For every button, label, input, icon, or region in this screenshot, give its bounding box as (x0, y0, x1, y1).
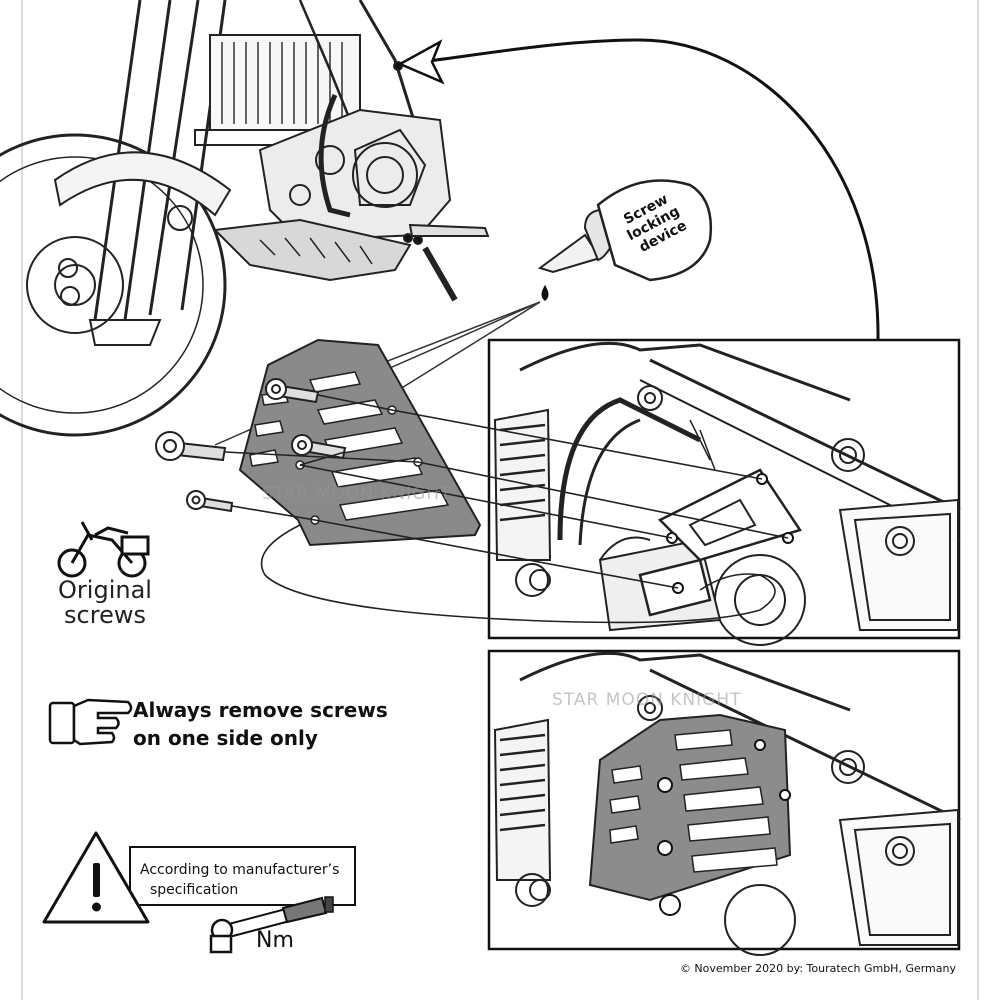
motorcycle-icon (57, 521, 150, 578)
screw-top (265, 378, 320, 404)
detail-view-before (487, 338, 961, 646)
copyright-notice: © November 2020 by: Touratech GmbH, Germ… (679, 962, 956, 975)
screw-bottom (186, 490, 234, 513)
watermark-bottom: STAR MOON KNIGHT (552, 690, 742, 710)
torque-wrench-icon (209, 896, 334, 954)
torque-warning-box (42, 831, 356, 924)
engine-protection-plate (238, 338, 482, 547)
watermark-top: STAR MOON KNIGHT (262, 484, 452, 504)
location-arrowhead (397, 39, 445, 85)
torque-note-line-2: specification (150, 882, 239, 898)
torque-note-line-1: According to manufacturer’s (140, 862, 340, 878)
pointing-hand-icon (48, 698, 133, 746)
glue-bottle-icon (537, 179, 712, 301)
screw-left (155, 431, 227, 462)
screws (155, 378, 347, 513)
torque-note: According to manufacturer’s specificatio… (140, 860, 339, 900)
location-arrow (419, 38, 880, 341)
instruction-text: Always remove screws on one side only (133, 696, 388, 752)
detail-view-after (487, 649, 961, 956)
instruction-line-2: on one side only (133, 726, 318, 750)
torque-unit-label: Nm (256, 928, 294, 953)
original-screws-line-1: Original (58, 576, 152, 604)
original-screws-line-2: screws (64, 601, 146, 629)
screw-middle (291, 434, 347, 460)
alignment-lines (224, 394, 789, 624)
instruction-line-1: Always remove screws (133, 698, 388, 722)
original-screws-label: Original screws (40, 578, 170, 628)
motorcycle-overview-drawing (0, 0, 490, 437)
